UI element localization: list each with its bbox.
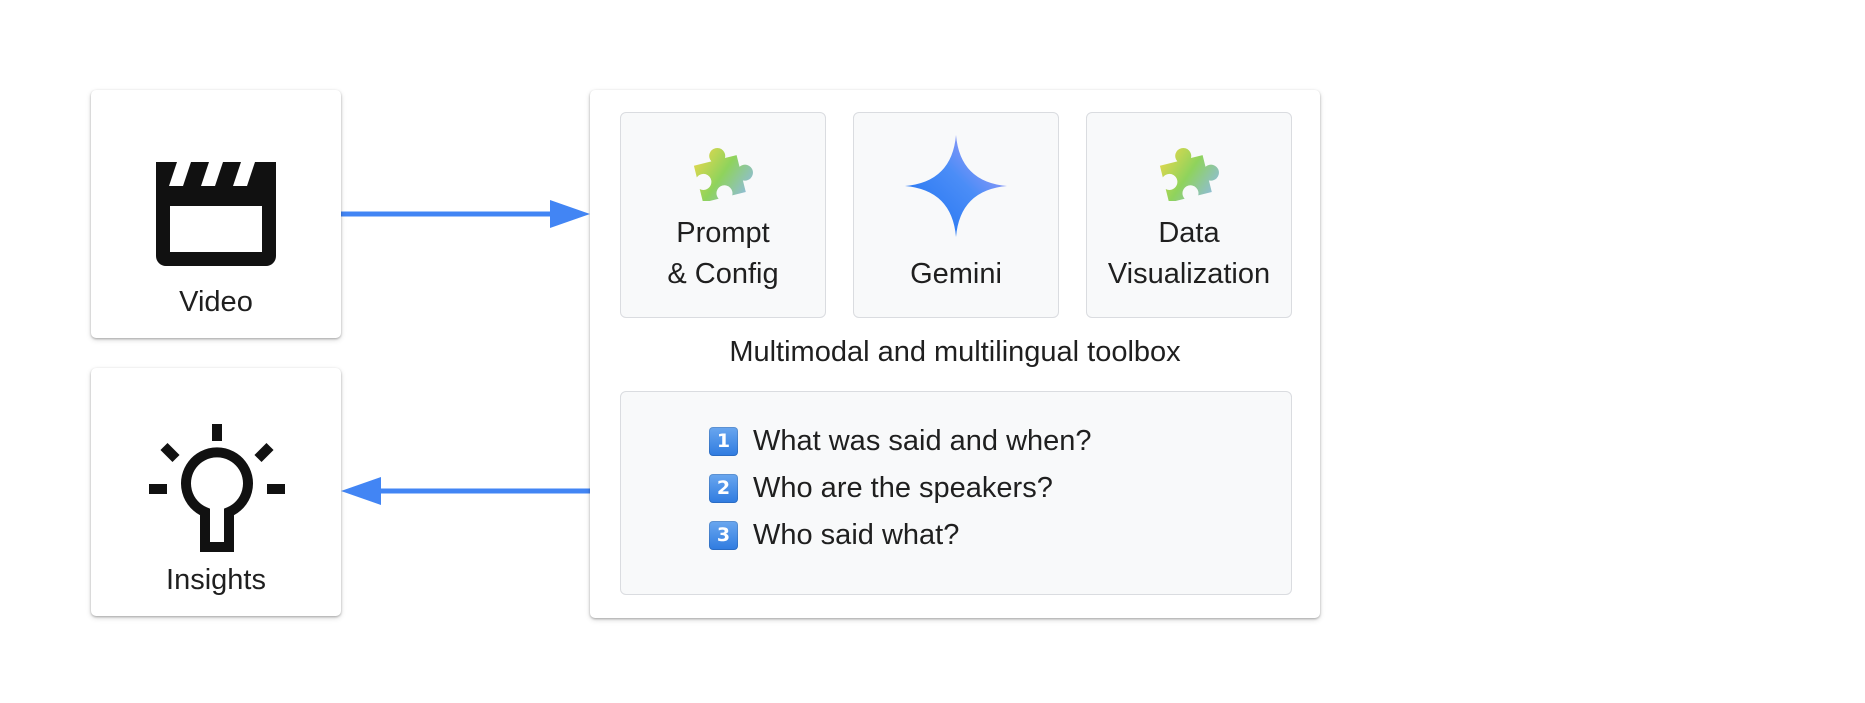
video-node: Video: [91, 90, 341, 338]
clapperboard-icon: [156, 162, 276, 266]
insights-label: Insights: [166, 564, 266, 596]
tool-data-visualization-label: Data Visualization: [1087, 213, 1291, 295]
number-2-badge: 2: [709, 473, 738, 503]
question-text: What was said and when?: [753, 424, 1092, 457]
questions-panel: 1 What was said and when? 2 Who are the …: [620, 391, 1292, 595]
toolbox-caption: Multimodal and multilingual toolbox: [729, 336, 1181, 368]
tool-prompt-config-line2: & Config: [667, 258, 779, 290]
number-3-badge: 3: [709, 520, 738, 550]
puzzle-piece-icon: [1159, 148, 1219, 201]
tool-prompt-config-line1: Prompt: [676, 217, 770, 249]
insights-node: Insights: [91, 368, 341, 616]
arrow-video-to-toolbox: [341, 200, 590, 228]
arrow-toolbox-to-insights: [341, 477, 590, 505]
toolbox-panel: Prompt & Config Gemini: [590, 90, 1320, 618]
question-text: Who said what?: [753, 518, 960, 551]
question-item: 3 Who said what?: [709, 519, 959, 551]
tool-gemini-label: Gemini: [910, 258, 1002, 290]
tool-data-visualization-line2: Visualization: [1107, 258, 1271, 290]
video-label: Video: [179, 286, 253, 318]
tool-gemini: Gemini: [853, 112, 1059, 318]
lightbulb-icon: [149, 424, 285, 552]
gemini-sparkle-icon: [905, 135, 1007, 237]
tool-data-visualization: Data Visualization: [1086, 112, 1292, 318]
number-1-badge: 1: [709, 426, 738, 456]
tool-prompt-config: Prompt & Config: [620, 112, 826, 318]
tool-data-visualization-line1: Data: [1158, 217, 1220, 249]
tool-prompt-config-label: Prompt & Config: [621, 213, 825, 295]
question-text: Who are the speakers?: [753, 471, 1053, 504]
puzzle-piece-icon: [693, 148, 753, 201]
question-item: 1 What was said and when?: [709, 425, 1092, 457]
question-item: 2 Who are the speakers?: [709, 472, 1053, 504]
